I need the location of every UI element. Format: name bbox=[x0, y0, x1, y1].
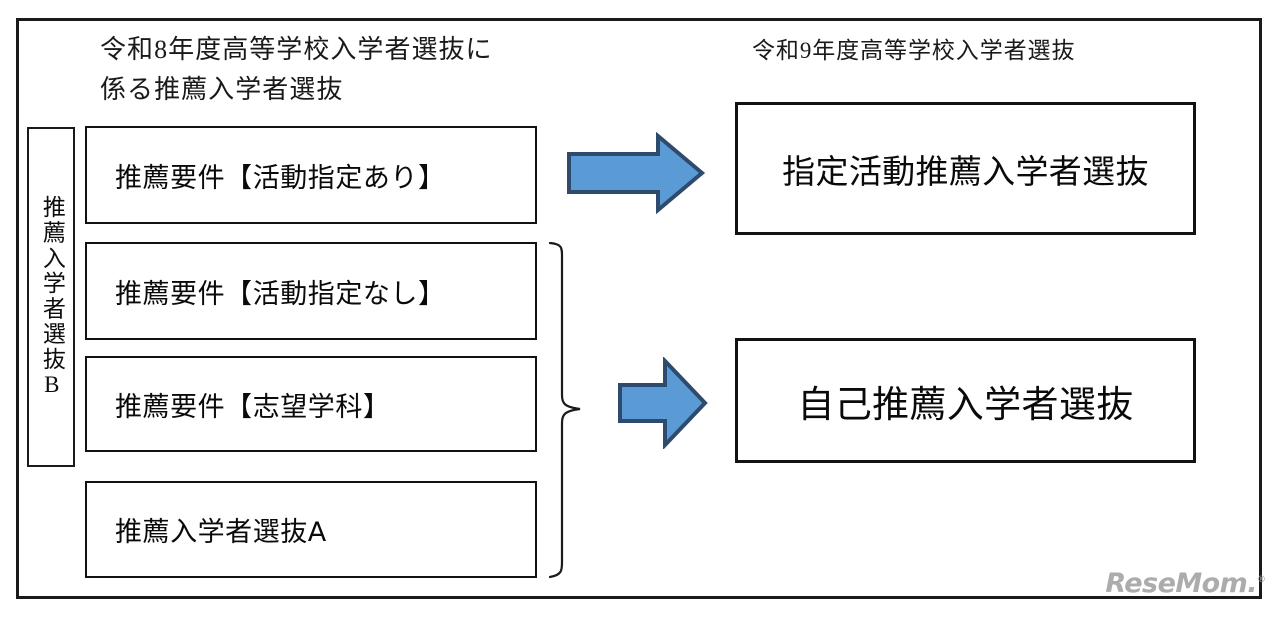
registered-mark: ® bbox=[1257, 575, 1266, 585]
left-item-box-3: 推薦要件【志望学科】 bbox=[85, 356, 537, 452]
right-result-label-2: 自己推薦入学者選抜 bbox=[797, 382, 1134, 426]
left-item-box-2: 推薦要件【活動指定なし】 bbox=[85, 242, 537, 340]
diagram-outer-frame bbox=[16, 18, 1262, 599]
left-item-label-3: 推薦要件【志望学科】 bbox=[115, 391, 391, 423]
left-item-label-4: 推薦入学者選抜A bbox=[115, 517, 327, 548]
right-result-box-2: 自己推薦入学者選抜 bbox=[735, 338, 1196, 463]
left-column-title: 令和8年度高等学校入学者選抜に 係る推薦入学者選抜 bbox=[100, 35, 493, 104]
watermark-logo: ReseMom.® bbox=[1105, 568, 1266, 599]
left-item-box-4: 推薦入学者選抜A bbox=[85, 481, 537, 578]
arrow-right-icon-2 bbox=[618, 357, 708, 449]
right-result-box-1: 指定活動推薦入学者選抜 bbox=[735, 102, 1196, 235]
right-result-label-1: 指定活動推薦入学者選抜 bbox=[782, 151, 1149, 191]
arrow-right-icon-1 bbox=[567, 132, 706, 214]
group-label-text: 推薦入学者選抜B bbox=[39, 194, 65, 400]
left-item-label-1: 推薦要件【活動指定あり】 bbox=[115, 162, 446, 194]
watermark-text: ReseMom. bbox=[1105, 568, 1257, 599]
grouping-brace bbox=[548, 241, 581, 579]
right-column-title: 令和9年度高等学校入学者選抜 bbox=[752, 38, 1076, 63]
left-item-box-1: 推薦要件【活動指定あり】 bbox=[85, 126, 537, 224]
group-label-box-suisen-b: 推薦入学者選抜B bbox=[27, 127, 75, 467]
left-item-label-2: 推薦要件【活動指定なし】 bbox=[115, 278, 446, 310]
